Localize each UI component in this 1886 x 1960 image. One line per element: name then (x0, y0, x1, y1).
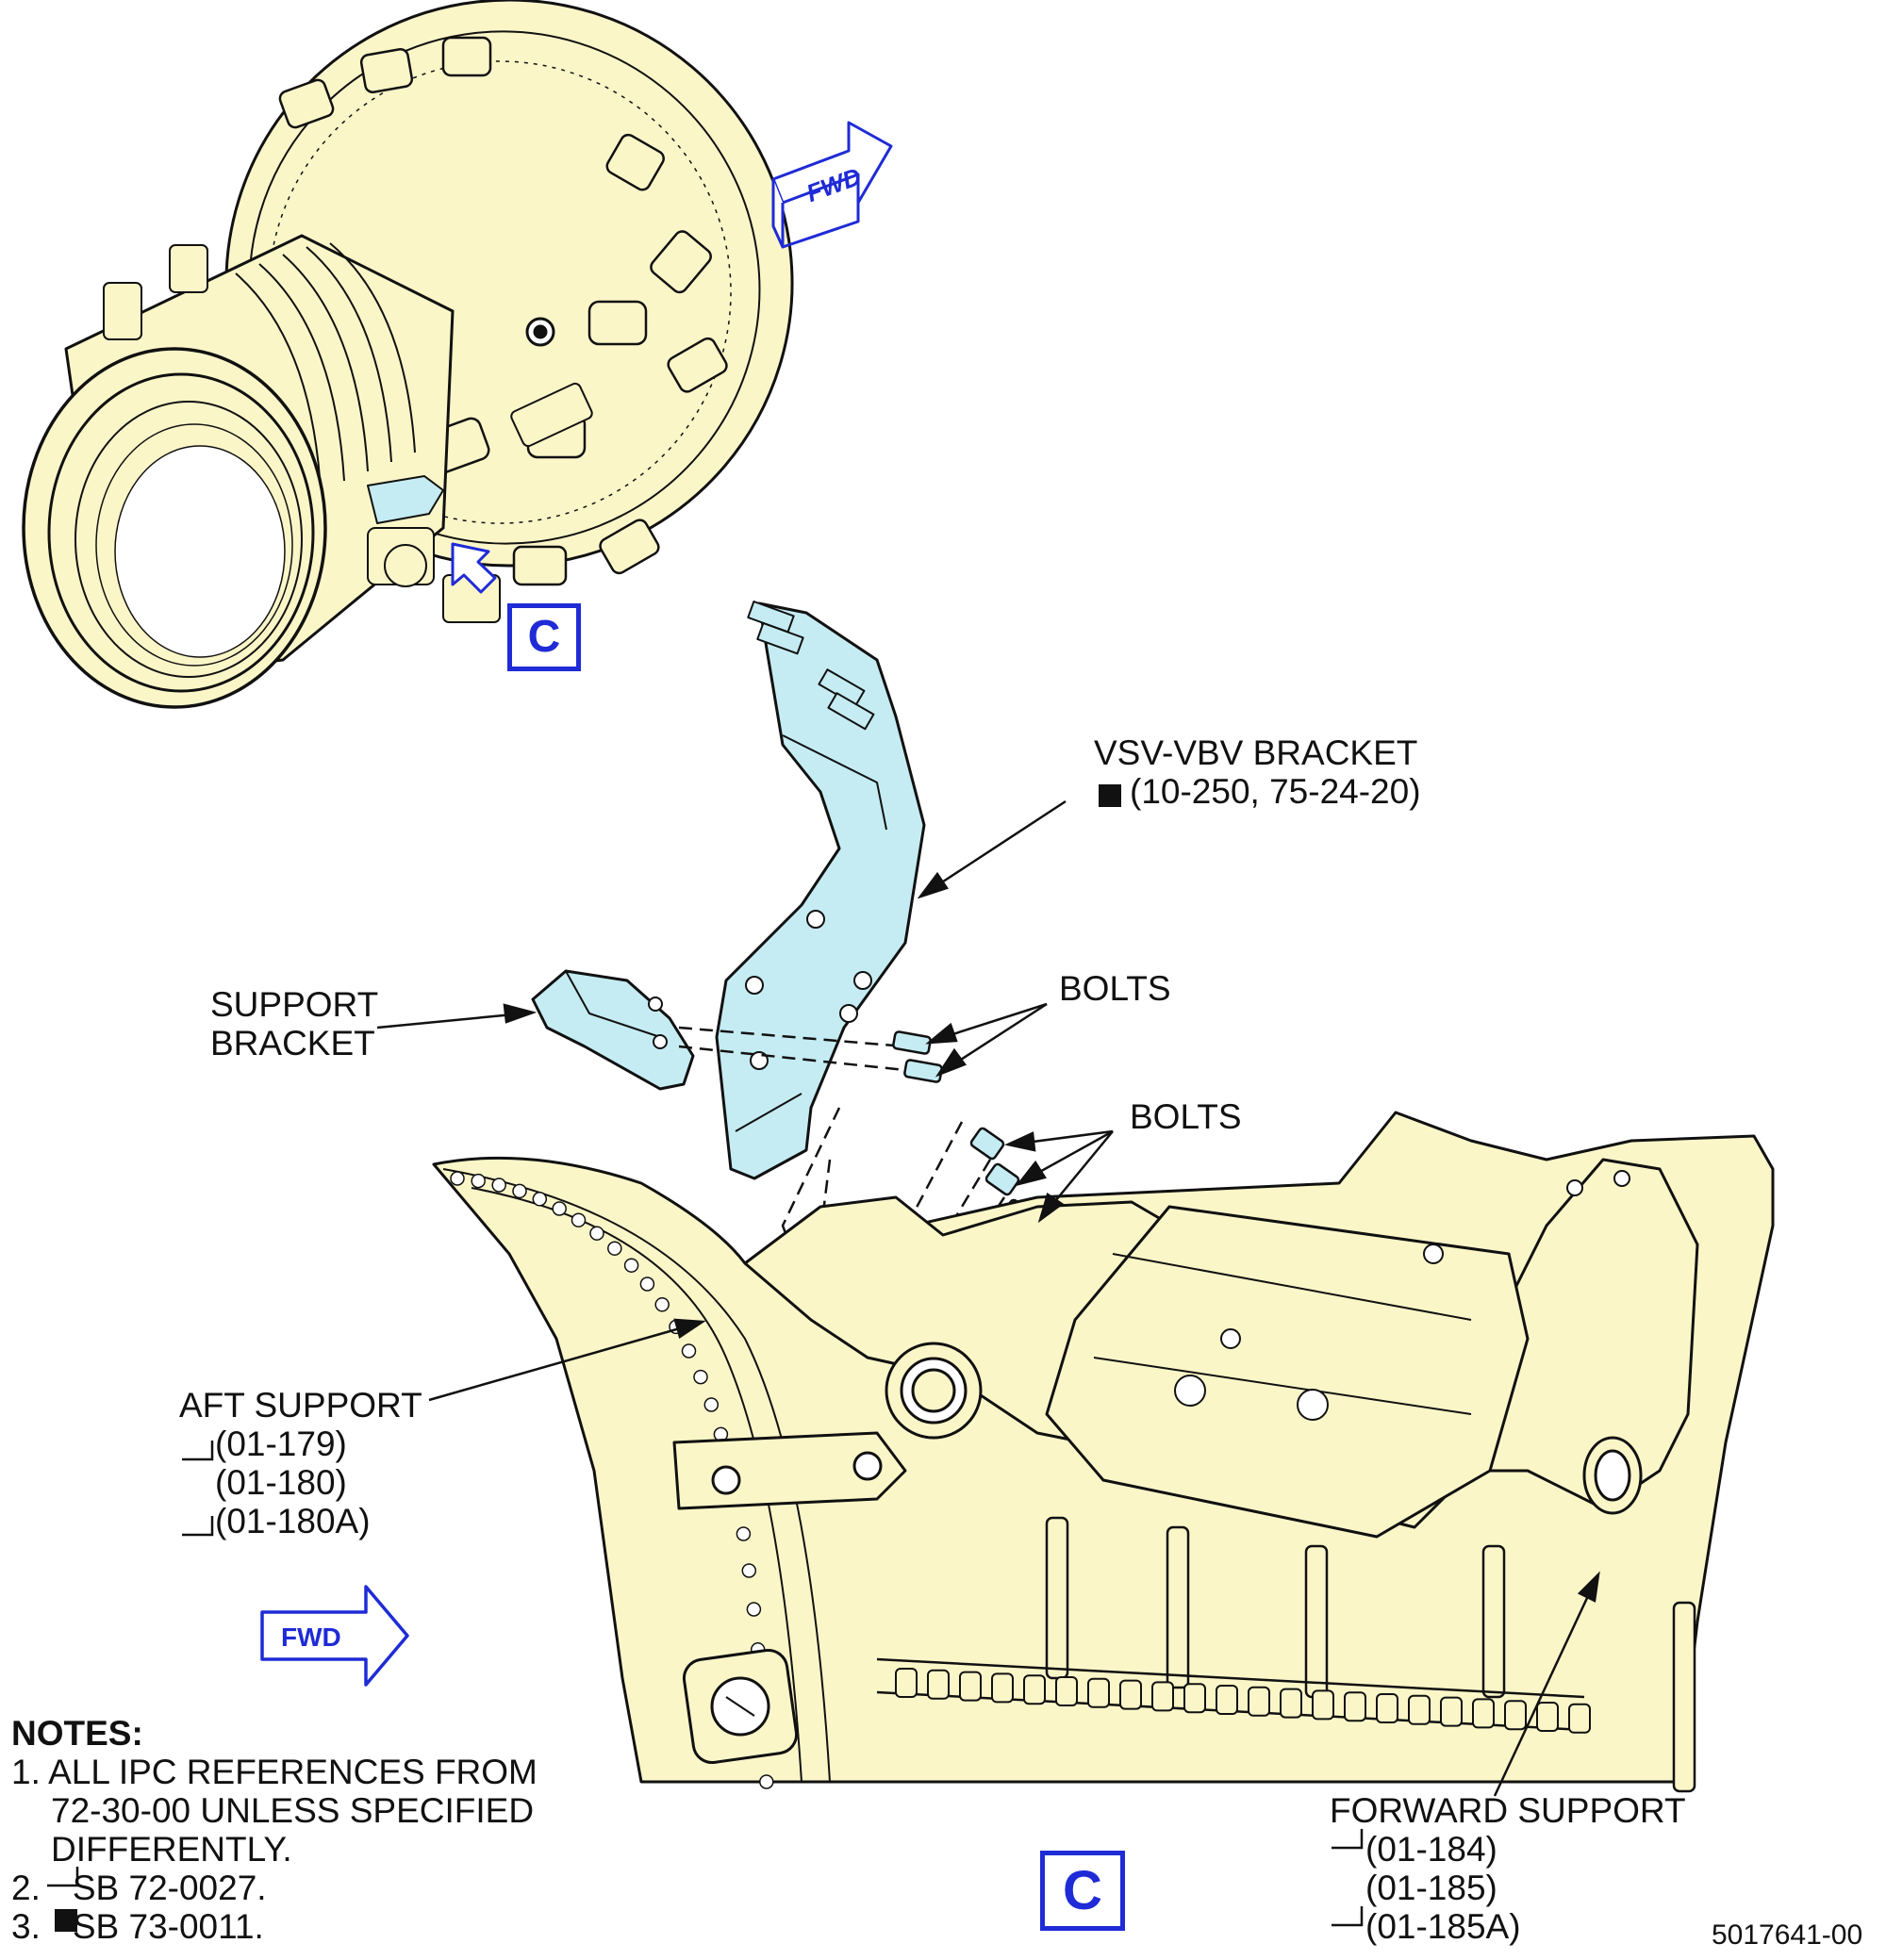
fwd-arrow-bottom-icon (260, 1585, 409, 1687)
aft-support-label: AFT SUPPORT (01-179) (01-180) (01-180A) (179, 1386, 422, 1540)
vsv-vbv-bracket-label: VSV-VBV BRACKET (10-250, 75-24-20) (1094, 733, 1421, 811)
forward-support-ref-3: (01-185A) (1365, 1907, 1521, 1946)
support-bracket-part (531, 969, 695, 1091)
note-2-text: SB 72-0027. (72, 1869, 267, 1907)
forward-support-title: FORWARD SUPPORT (1330, 1791, 1686, 1830)
fwd-arrow-top-icon (771, 121, 893, 249)
revision-markers (47, 1441, 1364, 1927)
support-bracket-label: SUPPORT BRACKET (210, 985, 378, 1062)
fwd-label-bottom: FWD (281, 1622, 341, 1652)
vsv-vbv-bracket-title: VSV-VBV BRACKET (1094, 733, 1418, 772)
view-c-reference-bottom: C (1040, 1851, 1125, 1931)
notes-title: NOTES: (11, 1714, 143, 1753)
aft-support-ref-3: (01-180A) (215, 1502, 371, 1540)
notes-block: NOTES: 1. ALL IPC REFERENCES FROM 72-30-… (11, 1714, 538, 1946)
forward-support-ref-2: (01-185) (1365, 1869, 1497, 1907)
leader-lines (376, 799, 1600, 1797)
note-2: 2. SB 72-0027. (11, 1869, 538, 1907)
note-3-text: SB 73-0011. (72, 1907, 264, 1946)
note-3: 3. SB 73-0011. (11, 1907, 538, 1946)
support-bracket-line2: BRACKET (210, 1024, 375, 1062)
forward-support-label: FORWARD SUPPORT (01-184) (01-185) (01-18… (1330, 1791, 1686, 1946)
bolts-label-lower: BOLTS (1130, 1097, 1242, 1136)
engine-overview (22, 0, 794, 709)
note-3-number: 3. (11, 1907, 41, 1946)
bolts-label-upper: BOLTS (1059, 969, 1171, 1008)
vsv-vbv-bracket-ref: (10-250, 75-24-20) (1130, 772, 1421, 811)
aft-support-ref-1: (01-179) (215, 1425, 347, 1463)
aft-support-title: AFT SUPPORT (179, 1386, 422, 1425)
note-1-line-2: 72-30-00 UNLESS SPECIFIED (51, 1791, 535, 1830)
note-1-line-3: DIFFERENTLY. (51, 1830, 292, 1869)
figure-id: 5017641-00 (1712, 1919, 1863, 1951)
support-bracket-line1: SUPPORT (210, 985, 379, 1024)
view-pointer-arrow-icon (451, 542, 497, 594)
note-1-line-1: 1. ALL IPC REFERENCES FROM (11, 1753, 538, 1791)
vsv-vbv-bracket-part (715, 601, 926, 1180)
view-c-reference-top: C (507, 603, 581, 671)
note-2-number: 2. (11, 1869, 41, 1907)
forward-support-ref-1: (01-184) (1365, 1830, 1497, 1869)
effectivity-squares (55, 784, 1121, 1932)
aft-support-ref-2: (01-180) (215, 1463, 347, 1502)
engine-detail-view (432, 1111, 1775, 1793)
